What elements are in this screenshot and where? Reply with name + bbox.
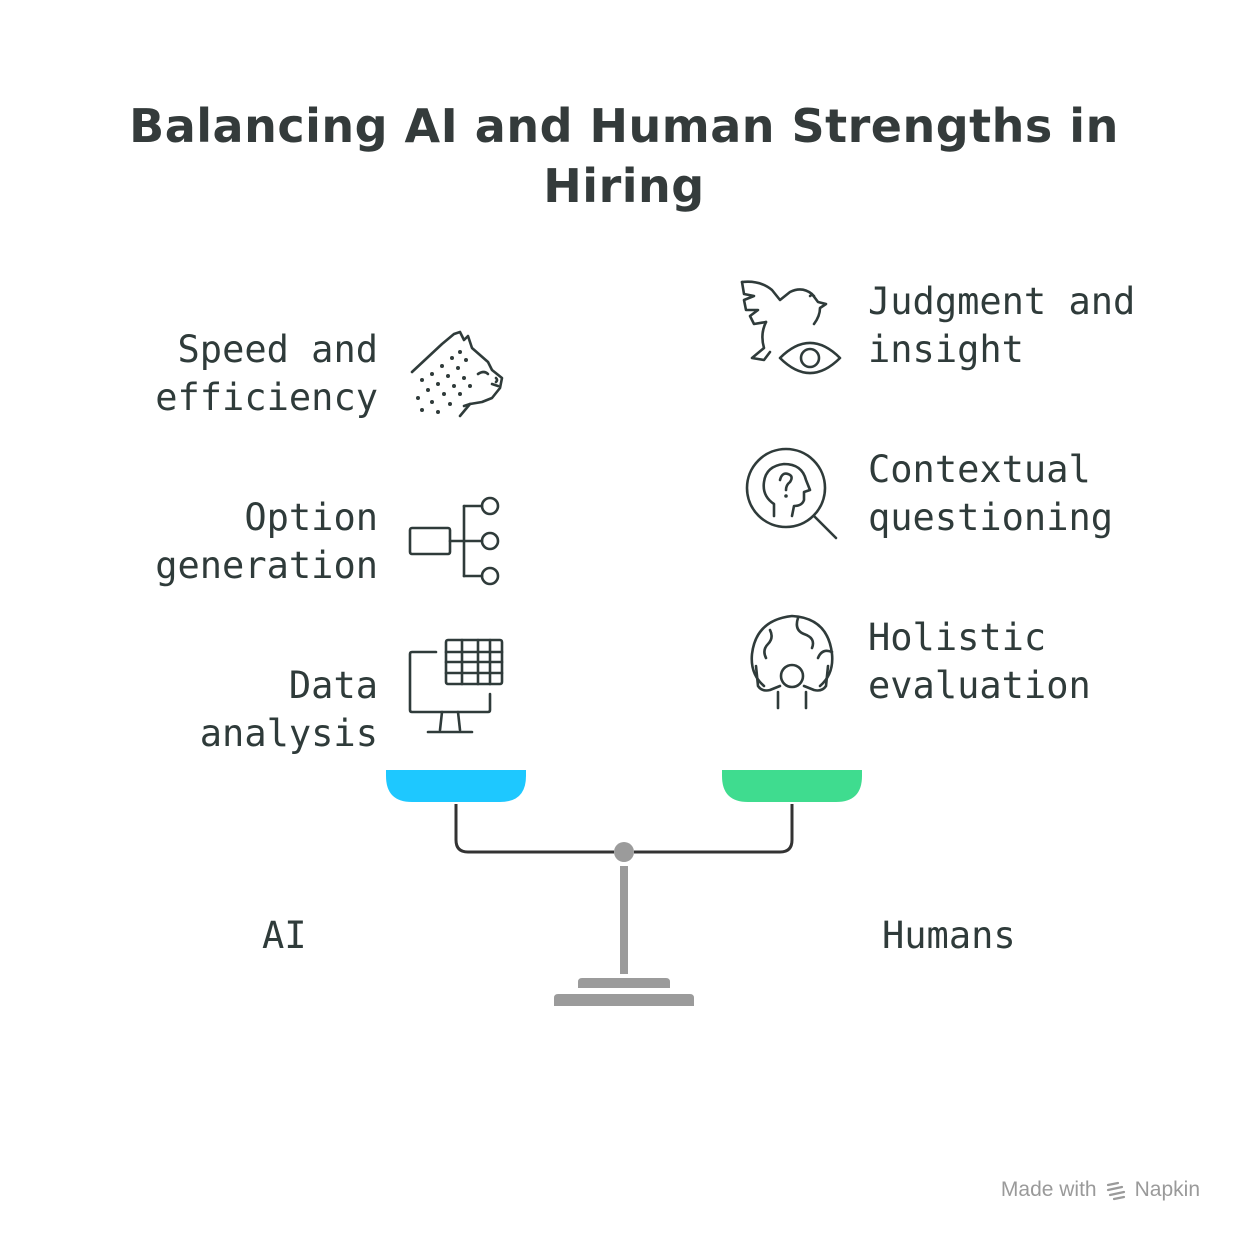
ai-item-option-line2: generation [155, 544, 378, 587]
base-top [578, 978, 670, 988]
napkin-logo-icon [1105, 1179, 1127, 1201]
bird-eye-icon [740, 278, 844, 378]
human-item-contextual-line2: questioning [868, 496, 1114, 539]
diagram-title: Balancing AI and Human Strengths in Hiri… [129, 99, 1119, 213]
ai-side-label: AI [262, 914, 307, 957]
ai-pan [386, 770, 526, 802]
cheetah-icon [408, 328, 504, 420]
post [620, 866, 628, 974]
ai-item-data: Data analysis [100, 662, 378, 758]
ai-item-speed: Speed and efficiency [120, 326, 378, 422]
humans-arm [634, 804, 794, 854]
ai-item-option: Option generation [120, 494, 378, 590]
option-tree-icon [408, 494, 504, 590]
ai-item-option-line1: Option [244, 496, 378, 539]
humans-pan [722, 770, 862, 802]
human-item-holistic-line1: Holistic [868, 616, 1047, 659]
ai-item-speed-line1: Speed and [177, 328, 378, 371]
computer-spreadsheet-icon [406, 638, 506, 736]
globe-person-icon [748, 612, 836, 712]
humans-side-label: Humans [882, 914, 1016, 957]
footer: Made with Napkin [1001, 1178, 1200, 1202]
human-item-judgment-line1: Judgment and [868, 280, 1136, 323]
human-item-judgment: Judgment and insight [868, 278, 1198, 374]
human-item-holistic-line2: evaluation [868, 664, 1091, 707]
made-with-text: Made with [1000, 1178, 1097, 1201]
ai-item-speed-line2: efficiency [155, 376, 378, 419]
ai-item-data-line1: Data analysis [199, 664, 378, 755]
ai-arm [454, 804, 614, 854]
human-item-contextual-line1: Contextual [868, 448, 1091, 491]
napkin-brand-text: Napkin [1134, 1178, 1200, 1201]
human-item-holistic: Holistic evaluation [868, 614, 1198, 710]
base-bottom [554, 994, 694, 1006]
head-question-magnifier-icon [744, 446, 840, 542]
human-item-contextual: Contextual questioning [868, 446, 1198, 542]
human-item-judgment-line2: insight [868, 328, 1024, 371]
pivot [614, 842, 634, 862]
